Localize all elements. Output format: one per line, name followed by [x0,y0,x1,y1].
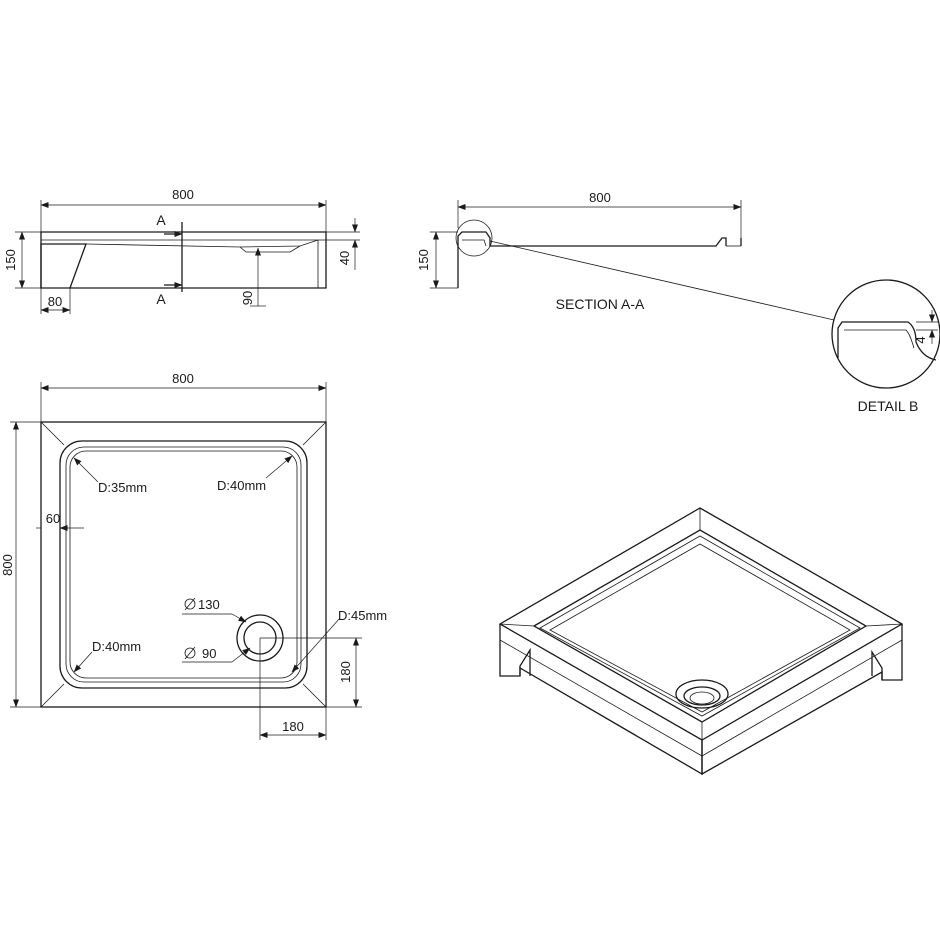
front-drain-depth-dimension: 90 [240,291,255,305]
detail-dimension: 4 [913,336,928,343]
plan-height-dimension: 800 [0,554,15,576]
section-a-a-view: 800 150 SECTION A-A [416,190,835,321]
front-leg-dimension: 80 [48,294,62,309]
front-elevation-view: 800 150 80 90 40 A A [3,187,360,314]
waste-outer-diameter: 130 [184,597,220,612]
svg-text:130: 130 [198,597,220,612]
front-rim-dimension: 40 [337,251,352,265]
svg-text:90: 90 [202,646,216,661]
waste-inner-diameter: 90 [184,646,216,661]
waste-offset-y-dimension: 180 [338,661,353,683]
section-title: SECTION A-A [556,296,645,312]
radius-label-bottom-right: D:45mm [338,608,387,623]
plan-rim-dimension: 60 [46,511,60,526]
plan-view: 800 800 60 D:35mm D:40mm D:40mm D:45mm 1… [0,371,387,740]
radius-label-top-left: D:35mm [98,480,147,495]
detail-b-callout-circle [455,219,493,257]
section-width-dimension: 800 [589,190,611,205]
detail-b-view: 4 DETAIL B [831,279,940,414]
radius-label-top-right: D:40mm [217,478,266,493]
detail-title: DETAIL B [858,398,919,414]
front-height-dimension: 150 [3,249,18,271]
radius-label-bottom-left: D:40mm [92,639,141,654]
front-width-dimension: 800 [172,187,194,202]
waste-offset-x-dimension: 180 [282,719,304,734]
section-marker-top: A [156,212,166,228]
section-marker-bottom: A [156,291,166,307]
plan-width-dimension: 800 [172,371,194,386]
isometric-view [498,507,904,776]
section-height-dimension: 150 [416,249,431,271]
isometric-waste-outlet [675,679,729,709]
